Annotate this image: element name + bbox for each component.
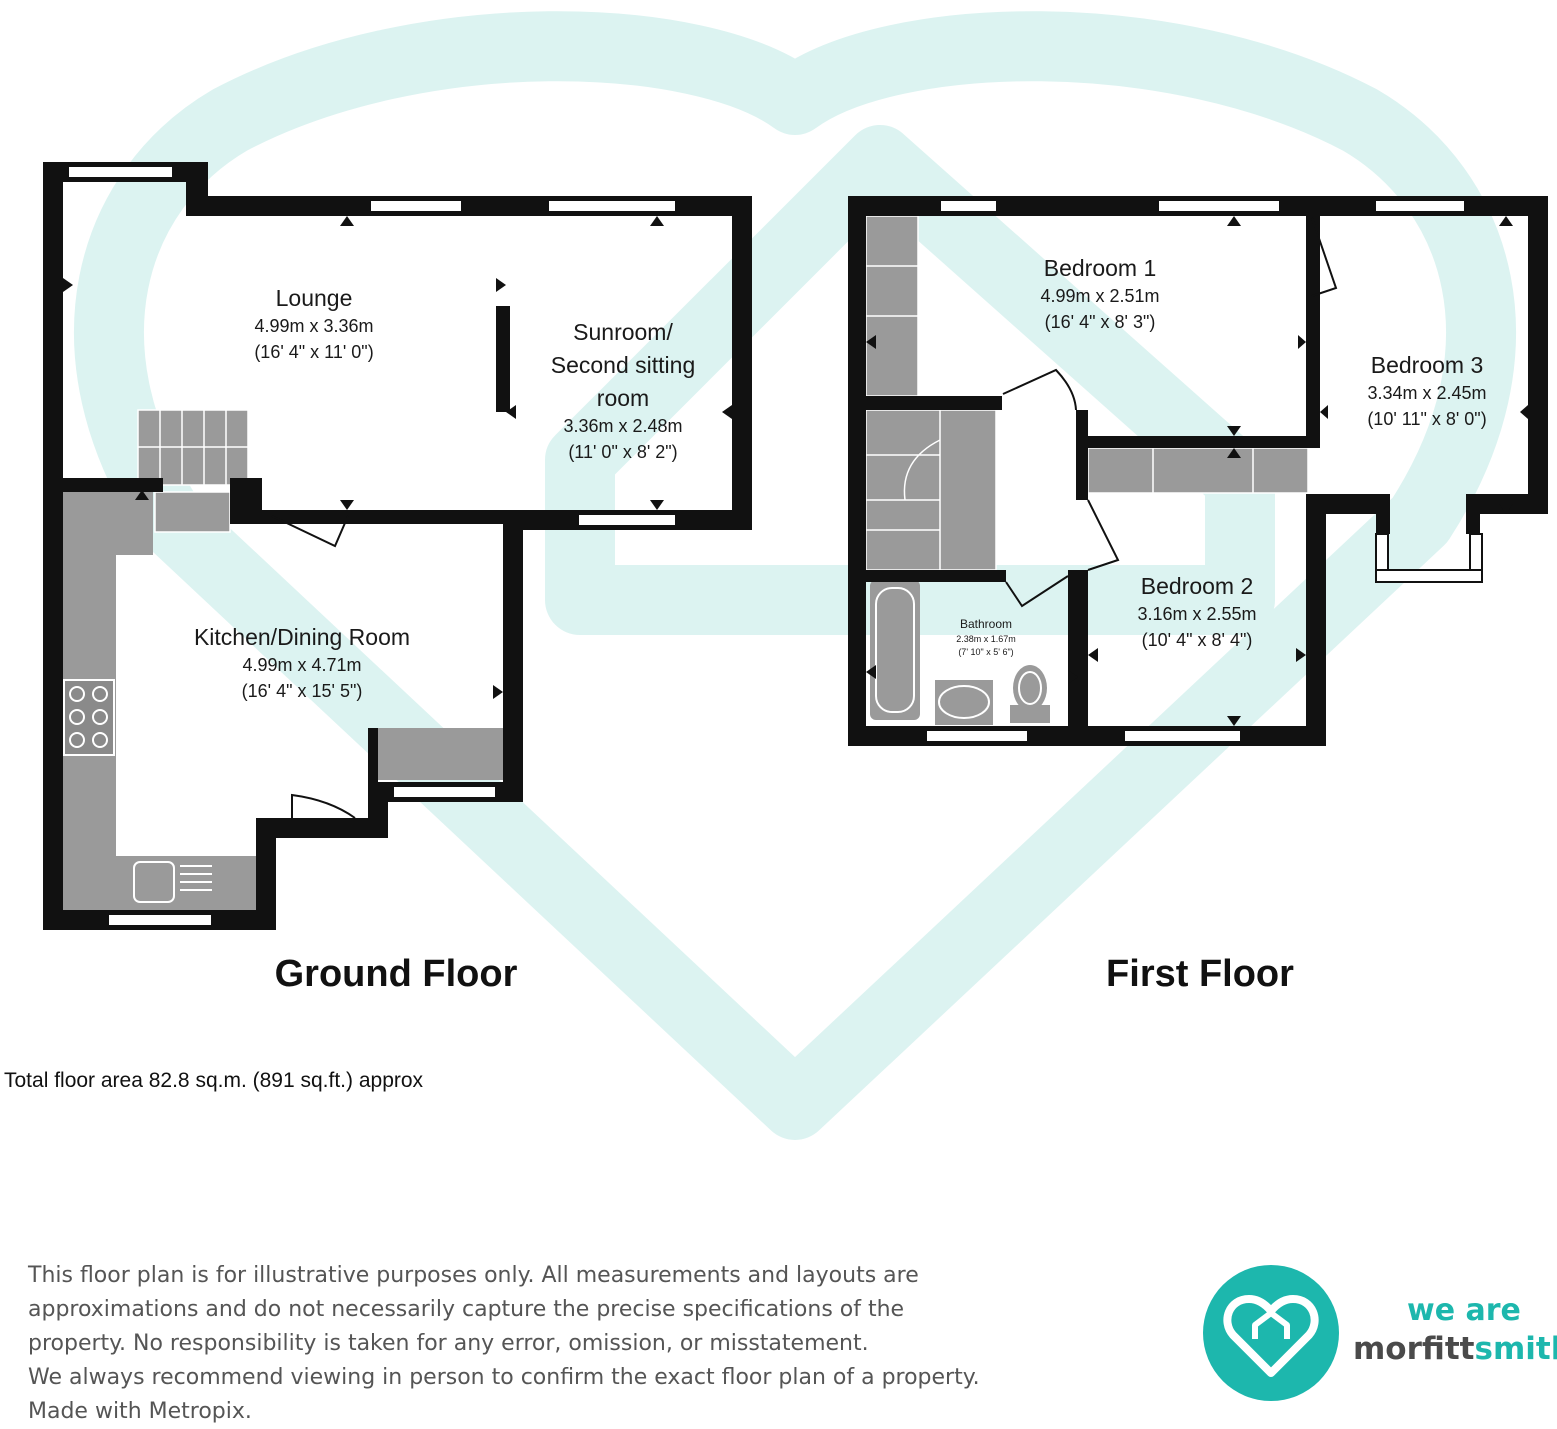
bedroom-1-label: Bedroom 1 4.99m x 2.51m (16' 4" x 8' 3"): [1040, 255, 1159, 332]
room-name-line: Sunroom/: [573, 319, 673, 345]
logo-line-1: we are: [1407, 1293, 1521, 1328]
room-metric: 3.34m x 2.45m: [1367, 383, 1486, 403]
room-metric: 4.99m x 2.51m: [1040, 286, 1159, 306]
first-floor-plan: [848, 196, 1548, 746]
room-imperial: (11' 0" x 8' 2"): [568, 442, 677, 462]
ground-floor-doors: [271, 515, 356, 819]
bay-window: [1375, 533, 1483, 583]
room-name-line: room: [597, 385, 649, 411]
room-name: Bedroom 3: [1371, 352, 1484, 378]
room-name: Bedroom 2: [1141, 573, 1254, 599]
staircase: [137, 409, 249, 533]
room-imperial: (16' 4" x 11' 0"): [254, 342, 373, 362]
room-metric: 3.36m x 2.48m: [563, 416, 682, 436]
basin-icon: [935, 680, 993, 725]
ground-floor-title: Ground Floor: [275, 953, 518, 995]
disclaimer-line: property. No responsibility is taken for…: [28, 1331, 869, 1356]
disclaimer: This floor plan is for illustrative purp…: [28, 1259, 1128, 1429]
room-name: Bathroom: [960, 617, 1012, 631]
room-name: Bedroom 1: [1044, 255, 1157, 281]
sunroom-label: Sunroom/ Second sitting room 3.36m x 2.4…: [551, 319, 695, 462]
total-floor-area: Total floor area 82.8 sq.m. (891 sq.ft.)…: [4, 1069, 424, 1092]
logo-morfitt: morfitt: [1353, 1331, 1475, 1367]
hob-icon: [63, 679, 115, 756]
room-imperial: (16' 4" x 8' 3"): [1045, 312, 1156, 332]
bedroom-3-label: Bedroom 3 3.34m x 2.45m (10' 11" x 8' 0"…: [1367, 352, 1486, 429]
disclaimer-line: We always recommend viewing in person to…: [28, 1365, 980, 1390]
wardrobes: [865, 215, 1309, 494]
room-name: Kitchen/Dining Room: [194, 624, 410, 650]
brand-logo: we are morfittsmith: [1203, 1265, 1557, 1405]
room-imperial: (10' 11" x 8' 0"): [1367, 409, 1486, 429]
bedroom-2-label: Bedroom 2 3.16m x 2.55m (10' 4" x 8' 4"): [1137, 573, 1256, 650]
room-imperial: (10' 4" x 8' 4"): [1142, 630, 1253, 650]
disclaimer-line: Made with Metropix.: [28, 1399, 252, 1424]
disclaimer-line: approximations and do not necessarily ca…: [28, 1297, 905, 1322]
room-metric: 4.99m x 4.71m: [242, 655, 361, 675]
logo-badge: [1203, 1265, 1339, 1401]
logo-smith: smith: [1474, 1331, 1557, 1367]
sink-icon: [133, 861, 212, 903]
ground-floor-windows: [67, 165, 677, 927]
first-floor-dimension-markers: [866, 216, 1528, 726]
dimension-markers: [63, 216, 732, 699]
first-floor-doors: [1002, 217, 1338, 608]
bath-icon: [870, 580, 920, 720]
room-metric: 2.38m x 1.67m: [956, 634, 1016, 644]
room-imperial: (16' 4" x 15' 5"): [242, 681, 363, 701]
toilet-icon: [1010, 665, 1050, 723]
bathroom-label: Bathroom 2.38m x 1.67m (7' 10" x 5' 6"): [956, 617, 1016, 657]
room-metric: 3.16m x 2.55m: [1137, 604, 1256, 624]
first-floor-windows: [925, 199, 1466, 743]
first-floor-title: First Floor: [1106, 953, 1294, 995]
ground-floor-plan: [43, 162, 752, 930]
staircase-first-floor: [865, 409, 997, 571]
logo-line-2: morfittsmith: [1353, 1331, 1557, 1367]
room-imperial: (7' 10" x 5' 6"): [958, 647, 1013, 657]
disclaimer-line: This floor plan is for illustrative purp…: [28, 1263, 919, 1288]
heart-house-icon: [1223, 1295, 1319, 1377]
room-name: Lounge: [276, 285, 353, 311]
room-metric: 4.99m x 3.36m: [254, 316, 373, 336]
kitchen-dining-label: Kitchen/Dining Room 4.99m x 4.71m (16' 4…: [194, 624, 410, 701]
room-name-line: Second sitting: [551, 352, 695, 378]
lounge-label: Lounge 4.99m x 3.36m (16' 4" x 11' 0"): [254, 285, 373, 362]
